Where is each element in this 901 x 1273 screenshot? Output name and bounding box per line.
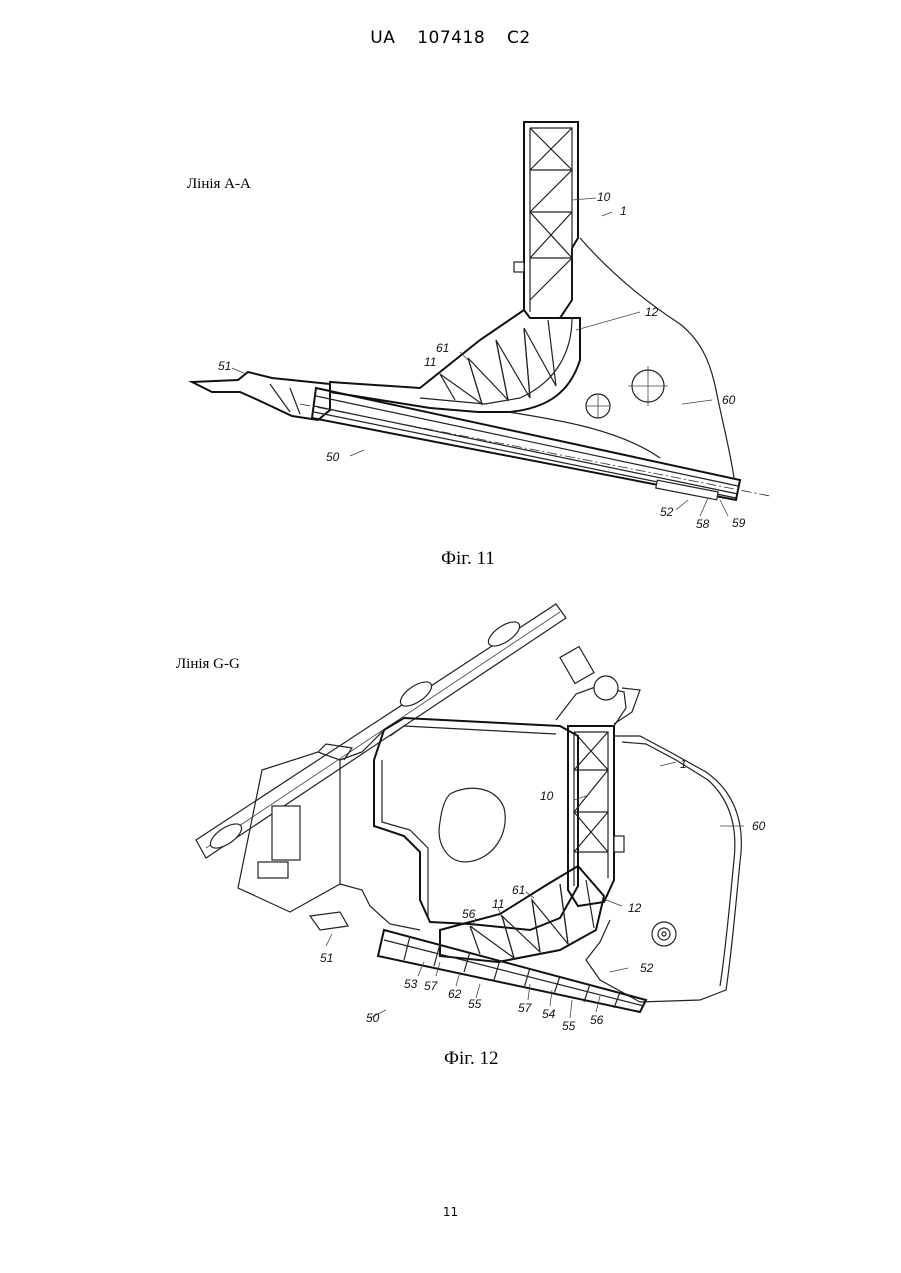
fig12-label-61: 61 xyxy=(512,883,525,897)
fig12-label-51: 51 xyxy=(320,951,333,965)
fig12-label-55b: 55 xyxy=(562,1019,576,1033)
fig12-label-55a: 55 xyxy=(468,997,482,1011)
fig12-main-panel xyxy=(340,718,578,930)
fig12-label-56b: 56 xyxy=(590,1013,604,1027)
fig12-label-62: 62 xyxy=(448,987,462,1001)
fig12-label-56a: 56 xyxy=(462,907,476,921)
fig12-label-60: 60 xyxy=(752,819,766,833)
page-number: 11 xyxy=(0,1205,901,1219)
fig12-label-11: 11 xyxy=(492,897,504,911)
fig12-vertical-truss xyxy=(568,726,624,906)
fig12-label-52: 52 xyxy=(640,961,654,975)
fig12-top-bracket xyxy=(556,647,640,726)
fig12-label-1: 1 xyxy=(680,757,687,771)
fig12-side-plate xyxy=(586,736,741,1002)
fig12-label-10: 10 xyxy=(540,789,554,803)
fig12-label-50: 50 xyxy=(366,1011,380,1025)
fig12-label-57b: 57 xyxy=(518,1001,533,1015)
fig12-label-53: 53 xyxy=(404,977,418,991)
fig12-label-12: 12 xyxy=(628,901,642,915)
fig12-label-57a: 57 xyxy=(424,979,439,993)
fig12-caption: Фіг. 12 xyxy=(444,1048,498,1070)
fig12-label-54: 54 xyxy=(542,1007,556,1021)
fig12-left-box xyxy=(238,744,352,912)
